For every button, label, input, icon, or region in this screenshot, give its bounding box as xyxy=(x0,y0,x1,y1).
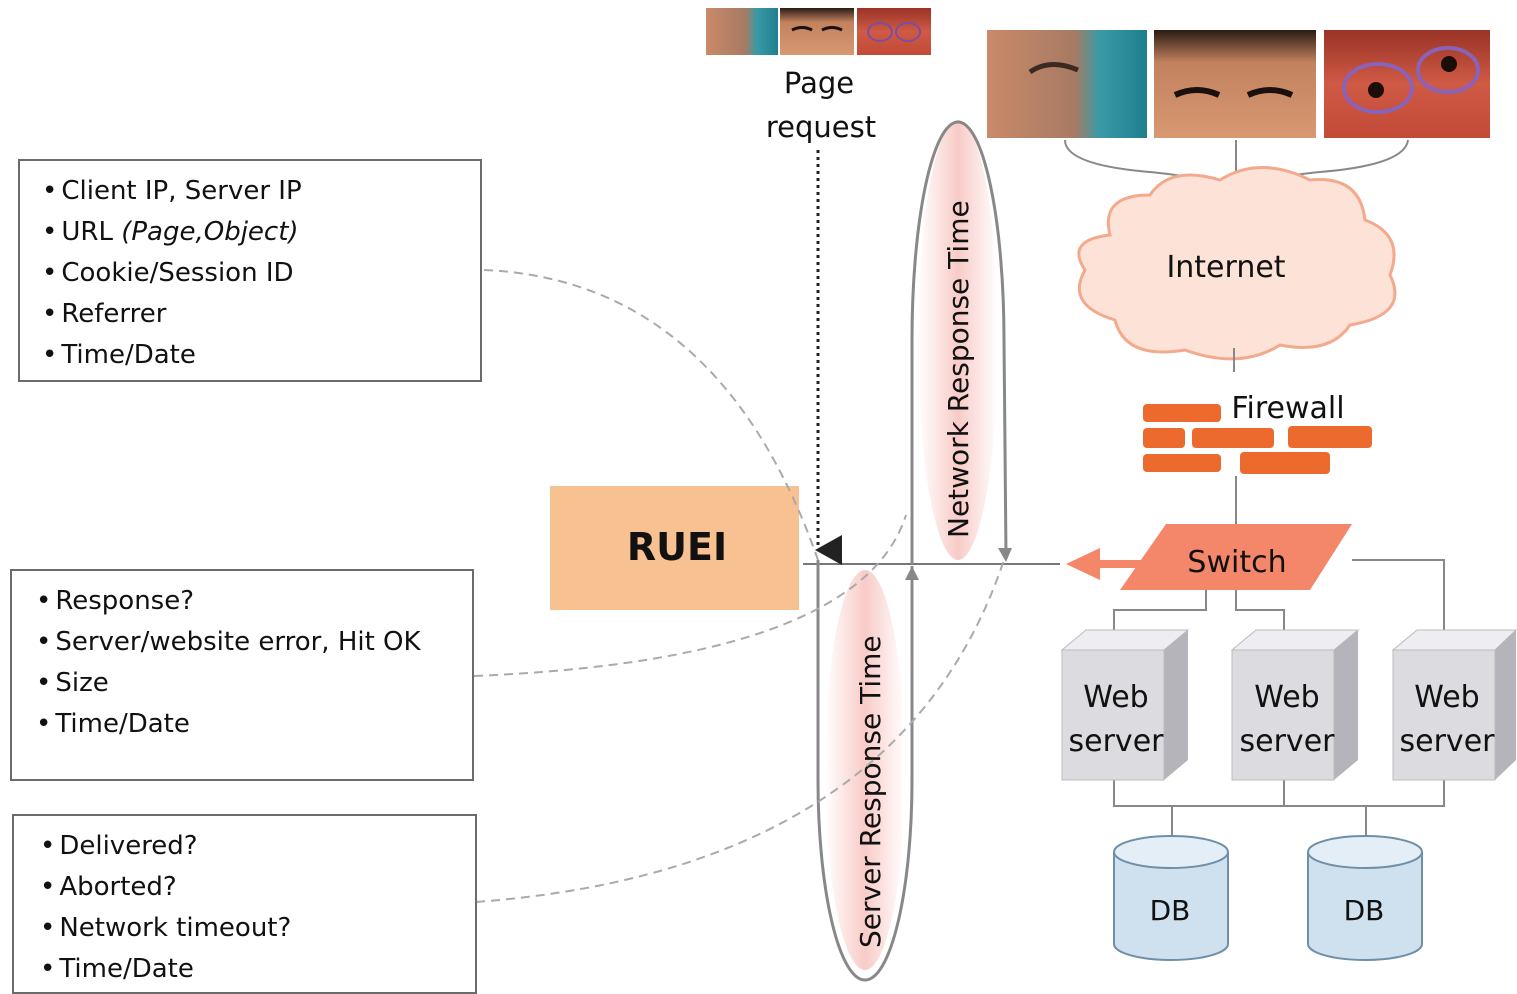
page-request-line2: request xyxy=(766,110,876,144)
list-item: Network timeout? xyxy=(40,908,475,949)
web-server-label-line1: Web xyxy=(1083,680,1148,715)
network-response-time-loop xyxy=(905,120,1012,580)
network-response-time-label: Network Response Time xyxy=(942,200,975,538)
users-photo-icon xyxy=(987,30,1490,138)
server-response-time-loop xyxy=(816,560,914,982)
web-server-label-line1: Web xyxy=(1254,680,1319,715)
web-server-label-line2: server xyxy=(1400,724,1496,759)
list-item: Time/Date xyxy=(42,335,480,376)
list-item: Cookie/Session ID xyxy=(42,253,480,294)
page-request-line1: Page xyxy=(784,66,854,100)
response-attributes-box: Response? Server/website error, Hit OK S… xyxy=(10,569,474,781)
database-icon xyxy=(1307,835,1423,961)
internet-label: Internet xyxy=(1166,250,1285,285)
web-server-label-line2: server xyxy=(1069,724,1165,759)
list-item: Time/Date xyxy=(40,949,475,990)
list-item: URL (Page,Object) xyxy=(42,212,480,253)
switch-icon xyxy=(1120,524,1352,590)
ruei-label: RUEI xyxy=(627,525,727,569)
list-item: Aborted? xyxy=(40,867,475,908)
callout-curves xyxy=(473,269,1005,903)
user-photo-icon xyxy=(706,8,931,55)
web-server-label-line1: Web xyxy=(1414,680,1479,715)
db-label: DB xyxy=(1150,894,1191,927)
list-item: Response? xyxy=(36,581,472,622)
mirror-arrow-icon xyxy=(1066,548,1148,580)
list-item: Client IP, Server IP xyxy=(42,171,480,212)
server-response-time-label: Server Response Time xyxy=(854,635,887,948)
list-item: Server/website error, Hit OK xyxy=(36,622,472,663)
server-icon xyxy=(1230,629,1360,781)
cloud-icon xyxy=(1077,166,1397,361)
list-item: Size xyxy=(36,663,472,704)
ruei-box xyxy=(550,486,799,610)
server-icon xyxy=(1391,629,1517,781)
url-detail: (Page,Object) xyxy=(121,217,299,247)
firewall-label: Firewall xyxy=(1231,391,1344,426)
list-item: Time/Date xyxy=(36,704,472,745)
switch-label: Switch xyxy=(1187,545,1286,580)
web-server-label-line2: server xyxy=(1240,724,1336,759)
list-item: Referrer xyxy=(42,294,480,335)
list-item: Delivered? xyxy=(40,826,475,867)
url-label: URL xyxy=(61,217,122,247)
delivery-attributes-box: Delivered? Aborted? Network timeout? Tim… xyxy=(12,814,477,994)
db-label: DB xyxy=(1344,894,1385,927)
request-attributes-box: Client IP, Server IP URL (Page,Object) C… xyxy=(18,159,482,382)
server-icon xyxy=(1060,629,1190,781)
firewall-brick-icon xyxy=(1143,404,1372,474)
database-icon xyxy=(1113,835,1229,961)
